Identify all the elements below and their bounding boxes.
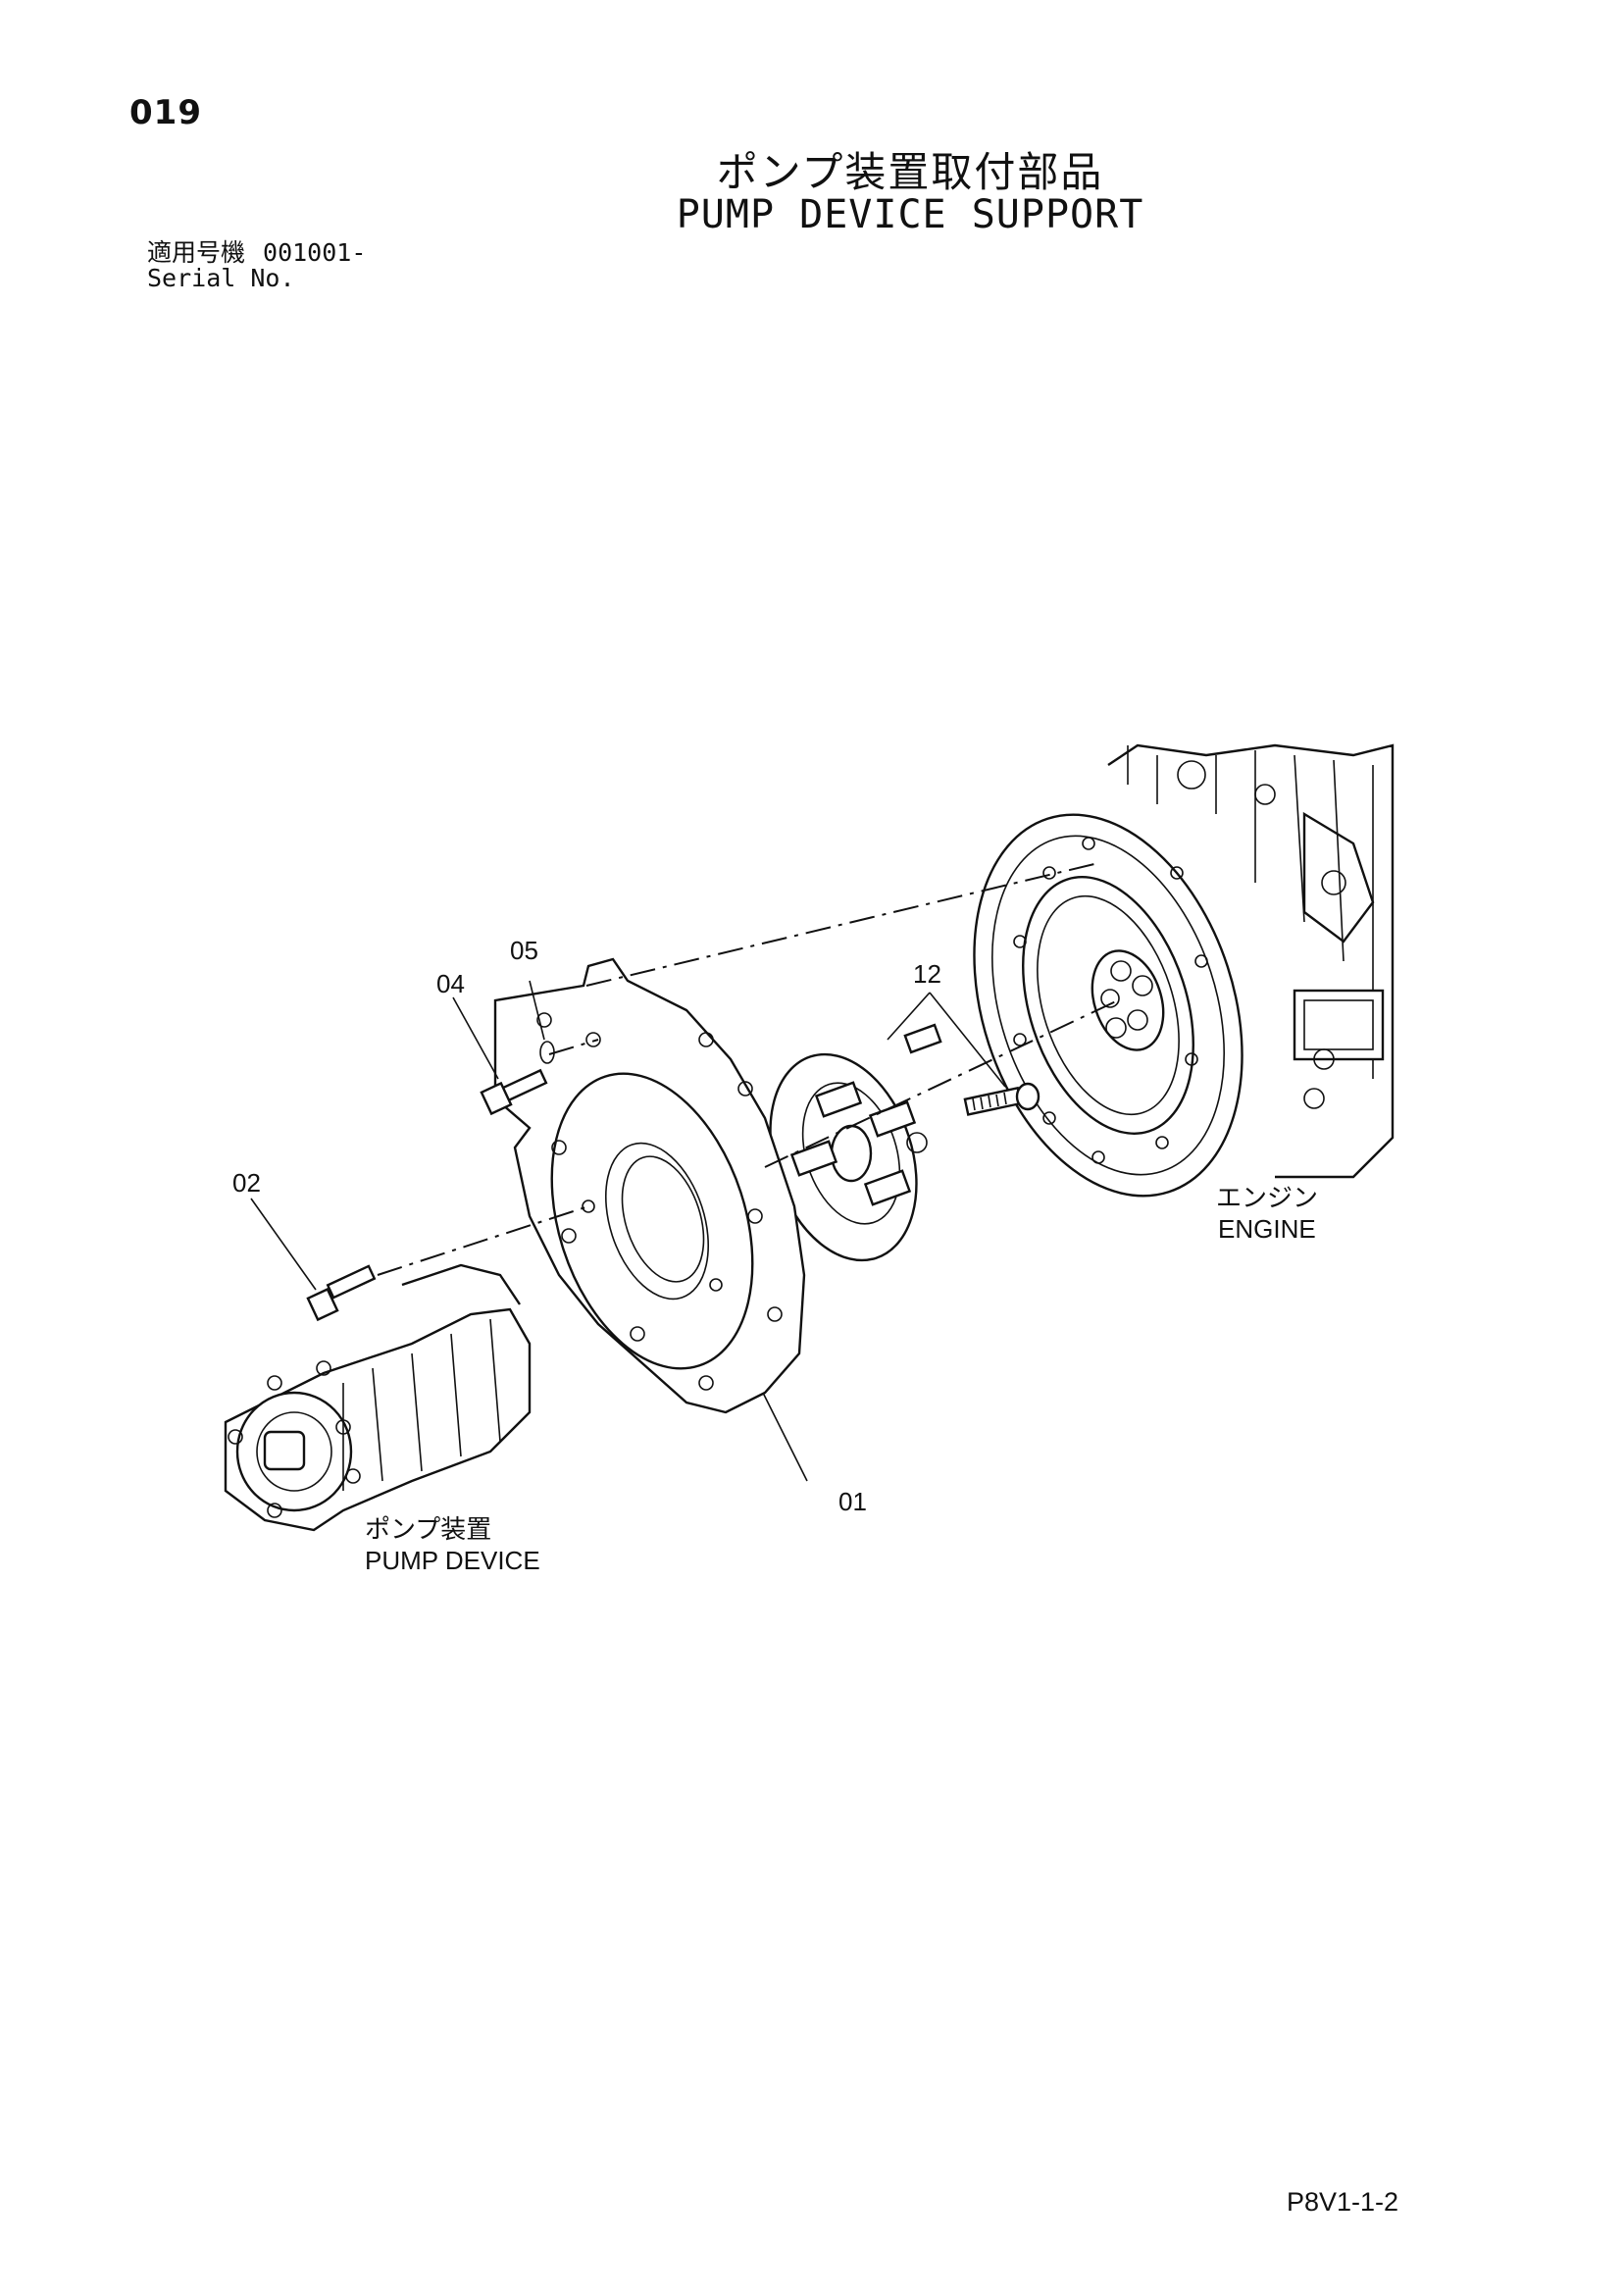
page-title-english: PUMP DEVICE SUPPORT: [676, 192, 1144, 237]
bolt-04-illustration: [480, 1068, 548, 1116]
engine-label-english: ENGINE: [1218, 1214, 1316, 1244]
serial-number-block: 適用号機 001001- Serial No.: [147, 240, 366, 291]
pump-label-english: PUMP DEVICE: [365, 1546, 540, 1575]
serial-value: 001001-: [263, 238, 367, 267]
bolt-02-illustration: [306, 1264, 377, 1322]
serial-label-english: Serial No.: [147, 264, 295, 292]
adapter-plate-illustration: [493, 957, 806, 1414]
document-code: P8V1-1-2: [1287, 2187, 1399, 2217]
page-number: 019: [129, 93, 202, 132]
pump-label-japanese: ポンプ装置: [365, 1514, 491, 1544]
coupling-illustration: [769, 1023, 1040, 1262]
serial-label-japanese: 適用号機: [147, 238, 246, 267]
callout-01: 01: [838, 1487, 867, 1516]
engine-illustration: [973, 743, 1395, 1198]
callout-05: 05: [510, 936, 538, 965]
engine-label-japanese: エンジン: [1216, 1183, 1318, 1212]
callout-04: 04: [436, 969, 465, 998]
page-title-japanese: ポンプ装置取付部品: [716, 148, 1104, 196]
pump-device-illustration: [224, 1263, 532, 1532]
callout-12: 12: [913, 959, 941, 989]
callout-02: 02: [232, 1168, 261, 1198]
